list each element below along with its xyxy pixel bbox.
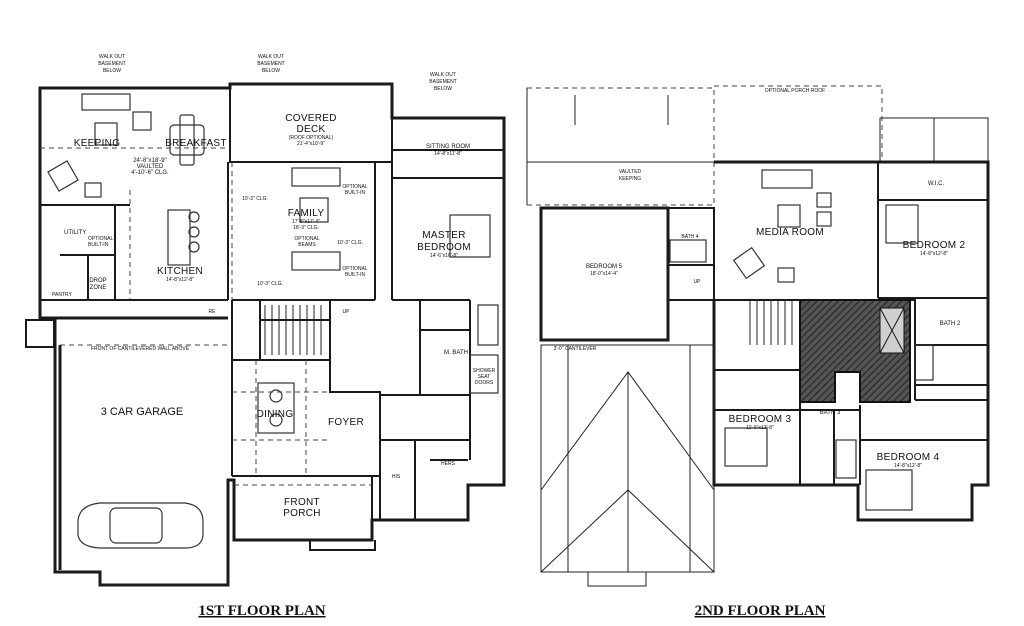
- walkout-note-3: WALK OUT BASEMENT BELOW: [429, 72, 457, 92]
- first-floor-title: 1ST FLOOR PLAN: [198, 603, 325, 619]
- room-bedroom-2-label: BEDROOM 2: [903, 240, 966, 251]
- svg-text:BEDROOM: BEDROOM: [417, 242, 471, 253]
- room-bath-2-label: BATH 2: [940, 321, 961, 327]
- room-pantry-label: PANTRY: [52, 292, 72, 298]
- room-master-bedroom-label: MASTER: [422, 230, 465, 241]
- svg-text:WALK OUT: WALK OUT: [258, 54, 284, 60]
- second-floor-title: 2ND FLOOR PLAN: [695, 603, 826, 619]
- svg-text:SHOWER: SHOWER: [473, 368, 496, 374]
- svg-text:BUILT-IN: BUILT-IN: [345, 190, 366, 196]
- svg-text:WALK OUT: WALK OUT: [430, 72, 456, 78]
- closet-his-label: HIS: [392, 474, 401, 480]
- room-wic-label: W.I.C.: [928, 181, 945, 187]
- room-garage-label: 3 CAR GARAGE: [101, 406, 184, 418]
- room-keeping-label: KEEPING: [74, 138, 121, 149]
- svg-text:DOORS: DOORS: [475, 380, 494, 386]
- room-family-label: FAMILY: [288, 208, 325, 219]
- svg-text:WALK OUT: WALK OUT: [99, 54, 125, 60]
- room-bath-4-label: BATH 4: [681, 234, 698, 240]
- cantilever-label: 3'-0" CANTILEVER: [554, 346, 597, 352]
- svg-text:4'-10'-6" CLG.: 4'-10'-6" CLG.: [131, 170, 169, 176]
- svg-text:BELOW: BELOW: [262, 68, 280, 74]
- svg-text:UP: UP: [343, 309, 351, 315]
- svg-text:BUILT-IN: BUILT-IN: [88, 242, 109, 248]
- svg-text:14'-8"x12'-8": 14'-8"x12'-8": [920, 251, 948, 257]
- room-bedroom-5-label: BEDROOM 5: [586, 264, 623, 270]
- room-front-porch-label: FRONT: [284, 497, 320, 508]
- svg-text:18'-0"x14'-4": 18'-0"x14'-4": [590, 271, 618, 277]
- svg-text:21'-4"x10'-9": 21'-4"x10'-9": [297, 141, 325, 147]
- room-bath-3-label: BATH 3: [820, 410, 841, 416]
- svg-text:KEEPING: KEEPING: [619, 176, 641, 182]
- svg-text:DECK: DECK: [297, 124, 326, 135]
- svg-text:14'-8"x12'-8": 14'-8"x12'-8": [166, 277, 194, 283]
- svg-text:BASEMENT: BASEMENT: [98, 61, 126, 67]
- svg-text:BEAMS: BEAMS: [298, 242, 316, 248]
- svg-text:14'-8"x11'-8": 14'-8"x11'-8": [434, 151, 462, 157]
- room-kitchen-label: KITCHEN: [157, 266, 203, 277]
- optional-porch-roof-note: OPTIONAL PORCH ROOF: [765, 88, 825, 94]
- svg-text:OPTIONAL: OPTIONAL: [342, 266, 368, 272]
- walkout-note-1: WALK OUT BASEMENT BELOW: [98, 54, 126, 74]
- vaulted-keeping-label: VAULTED: [619, 169, 642, 175]
- room-dining-label: DINING: [257, 409, 294, 420]
- room-drop-zone-label: DROP: [89, 278, 106, 284]
- svg-text:10'-3" CLG.: 10'-3" CLG.: [257, 281, 283, 287]
- svg-text:BASEMENT: BASEMENT: [429, 79, 457, 85]
- svg-text:RE: RE: [209, 309, 217, 315]
- room-bedroom-4-label: BEDROOM 4: [877, 452, 940, 463]
- room-covered-deck-label: COVERED: [285, 113, 337, 124]
- second-floor-plan: OPTIONAL PORCH ROOF VAULTED KEEPING BED: [526, 85, 990, 619]
- svg-text:(ROOF OPTIONAL): (ROOF OPTIONAL): [289, 135, 334, 141]
- svg-text:BELOW: BELOW: [103, 68, 121, 74]
- svg-text:OPTIONAL: OPTIONAL: [342, 184, 368, 190]
- svg-text:18'-3" CLG.: 18'-3" CLG.: [293, 225, 319, 231]
- svg-text:10'-3" CLG.: 10'-3" CLG.: [337, 240, 363, 246]
- svg-text:UP: UP: [694, 279, 702, 285]
- room-media-label: MEDIA ROOM: [756, 227, 824, 238]
- walkout-note-2: WALK OUT BASEMENT BELOW: [257, 54, 285, 74]
- room-breakfast-label: BREAKFAST: [165, 138, 227, 149]
- svg-text:PORCH: PORCH: [283, 508, 321, 519]
- svg-text:10'-3" CLG.: 10'-3" CLG.: [242, 196, 268, 202]
- svg-text:BASEMENT: BASEMENT: [257, 61, 285, 67]
- svg-text:BUILT-IN: BUILT-IN: [345, 272, 366, 278]
- svg-text:24'-8"x18'-9": 24'-8"x18'-9": [133, 158, 167, 164]
- room-foyer-label: FOYER: [328, 417, 364, 428]
- room-bedroom-3-label: BEDROOM 3: [729, 414, 792, 425]
- svg-text:SEAT: SEAT: [478, 374, 491, 380]
- room-sitting-label: SITTING ROOM: [426, 144, 470, 150]
- svg-text:14'-6"x16'-8": 14'-6"x16'-8": [430, 253, 458, 259]
- svg-text:14'-8"x12'-8": 14'-8"x12'-8": [894, 463, 922, 469]
- svg-text:OPTIONAL: OPTIONAL: [88, 236, 114, 242]
- room-master-bath-label: M. BATH: [444, 350, 468, 356]
- closet-hers-label: HERS: [441, 461, 456, 467]
- svg-text:VAULTED: VAULTED: [137, 164, 164, 170]
- svg-text:BELOW: BELOW: [434, 86, 452, 92]
- svg-text:OPTIONAL: OPTIONAL: [294, 236, 320, 242]
- svg-text:ZONE: ZONE: [90, 285, 107, 291]
- svg-text:17'-8"x17'-4": 17'-8"x17'-4": [292, 219, 320, 225]
- room-utility-label: UTILITY: [64, 230, 86, 236]
- first-floor-plan: WALK OUT BASEMENT BELOW WALK OUT BASEMEN…: [25, 54, 506, 619]
- svg-text:11'-6"x13'-8": 11'-6"x13'-8": [746, 425, 774, 431]
- cantilever-note: FRONT OF CANTILEVERED WALL ABOVE: [91, 346, 190, 352]
